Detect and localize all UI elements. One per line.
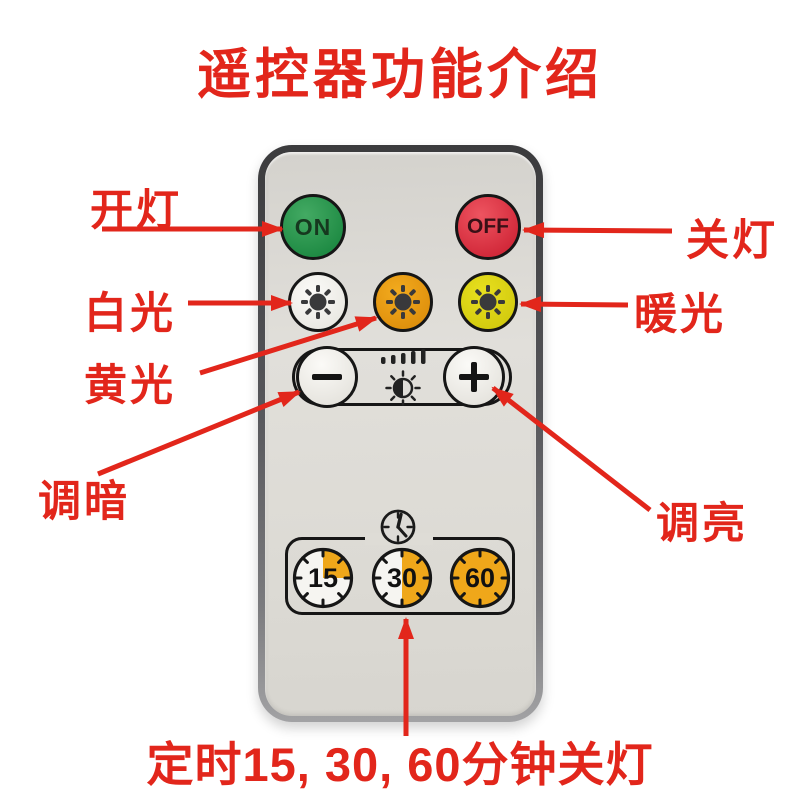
label-dim: 调暗 [38, 478, 130, 526]
timer-60-label: 60 [464, 562, 496, 593]
timer-60-button[interactable]: 60 [448, 546, 512, 610]
brighten-button[interactable] [443, 346, 505, 408]
timer-30-label: 30 [386, 562, 418, 593]
label-turn-on: 开灯 [90, 187, 182, 235]
white-light-button[interactable] [288, 272, 348, 332]
timer-15-label: 15 [307, 562, 339, 593]
label-warm-light: 暖光 [634, 291, 726, 339]
label-timer-note: 定时15, 30, 60分钟关灯 [146, 738, 654, 791]
timer-30-button[interactable]: 30 [370, 546, 434, 610]
brightness-icon [381, 349, 426, 406]
minus-icon [312, 374, 342, 380]
timer-15-button[interactable]: 15 [291, 546, 355, 610]
timer-dial-icon [292, 547, 354, 609]
remote-control: ON OFF [258, 145, 543, 722]
yellow-light-button[interactable] [373, 272, 433, 332]
label-white-light: 白光 [84, 290, 176, 338]
warm-light-button[interactable] [458, 272, 518, 332]
dim-button[interactable] [296, 346, 358, 408]
sun-icon [301, 285, 335, 319]
plus-icon [457, 360, 491, 394]
timer-clock-icon [380, 509, 416, 545]
power-off-button[interactable]: OFF [455, 194, 521, 260]
label-turn-off: 关灯 [686, 217, 778, 265]
power-on-button[interactable]: ON [280, 194, 346, 260]
label-brighten: 调亮 [656, 500, 748, 548]
arrow-turn-off [522, 222, 673, 239]
page-title: 遥控器功能介绍 [197, 45, 603, 105]
sun-icon [386, 285, 420, 319]
timer-dial-icon [371, 547, 433, 609]
timer-dial-icon [449, 547, 511, 609]
sun-icon [471, 285, 505, 319]
label-yellow-light: 黄光 [84, 362, 176, 410]
power-on-label: ON [294, 213, 332, 240]
power-off-label: OFF [467, 215, 509, 238]
